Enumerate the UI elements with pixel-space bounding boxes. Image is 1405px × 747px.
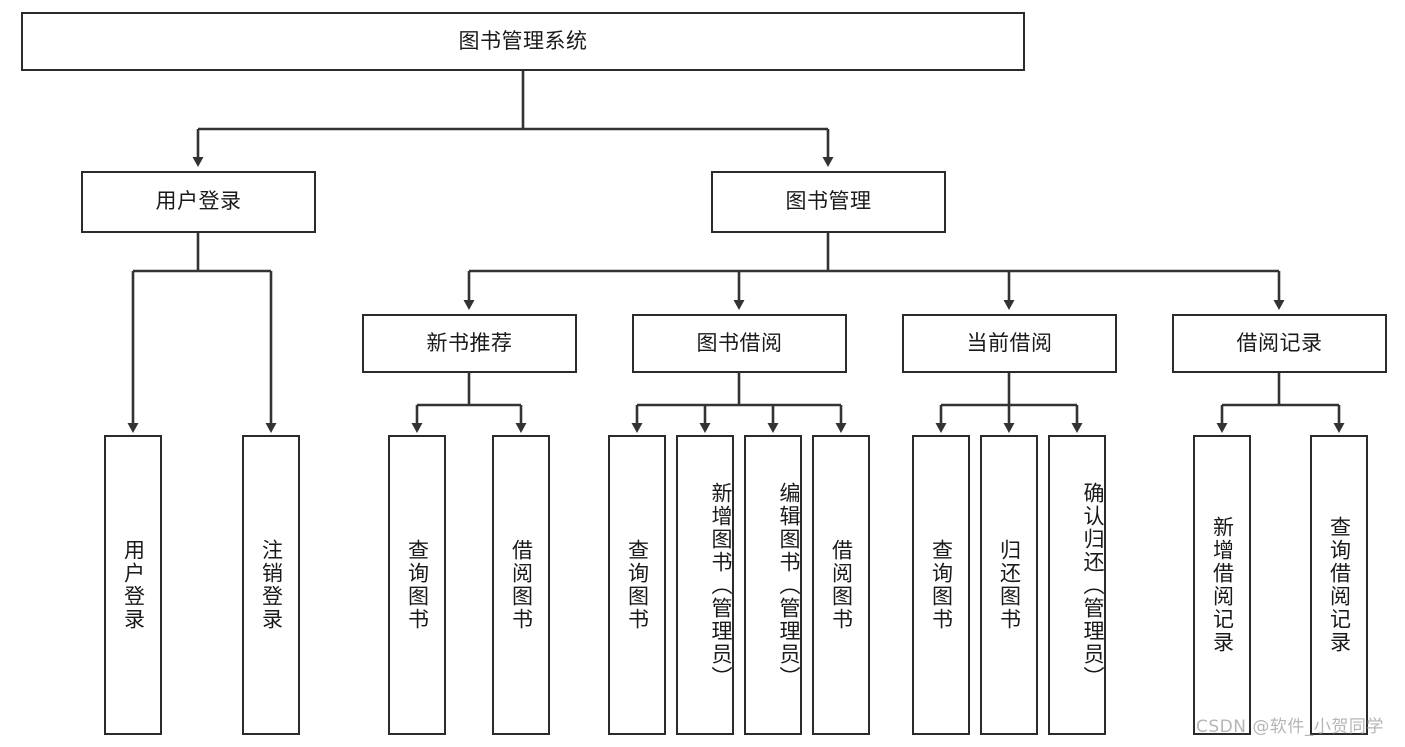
node-leaf-edit-book[interactable]: 编辑图书（管理员） bbox=[744, 435, 802, 735]
node-book-borrow[interactable]: 图书借阅 bbox=[632, 314, 847, 373]
node-book-borrow-label: 图书借阅 bbox=[696, 330, 783, 355]
node-leaf-return-book[interactable]: 归还图书 bbox=[980, 435, 1038, 735]
node-leaf-query-book-2-label: 查询图书 bbox=[625, 539, 650, 631]
node-leaf-confirm-return-label: 确认归还（管理员） bbox=[1081, 481, 1105, 689]
node-leaf-borrow-book-1-label: 借阅图书 bbox=[509, 539, 534, 631]
node-leaf-add-book[interactable]: 新增图书（管理员） bbox=[676, 435, 734, 735]
node-leaf-borrow-book-2[interactable]: 借阅图书 bbox=[812, 435, 870, 735]
node-new-book-recommend-label: 新书推荐 bbox=[426, 330, 513, 355]
node-current-borrow-label: 当前借阅 bbox=[966, 330, 1053, 355]
node-leaf-confirm-return[interactable]: 确认归还（管理员） bbox=[1048, 435, 1106, 735]
node-leaf-query-book-1[interactable]: 查询图书 bbox=[388, 435, 446, 735]
node-user-login-label: 用户登录 bbox=[155, 189, 242, 214]
node-borrow-record[interactable]: 借阅记录 bbox=[1172, 314, 1387, 373]
node-leaf-query-record-label: 查询借阅记录 bbox=[1327, 516, 1352, 654]
node-new-book-recommend[interactable]: 新书推荐 bbox=[362, 314, 577, 373]
node-leaf-return-book-label: 归还图书 bbox=[997, 539, 1022, 631]
node-leaf-add-book-label: 新增图书（管理员） bbox=[709, 481, 733, 689]
node-book-management[interactable]: 图书管理 bbox=[711, 171, 946, 233]
node-leaf-edit-book-label: 编辑图书（管理员） bbox=[777, 481, 801, 689]
node-leaf-query-book-1-label: 查询图书 bbox=[405, 539, 430, 631]
node-leaf-borrow-book-1[interactable]: 借阅图书 bbox=[492, 435, 550, 735]
node-borrow-record-label: 借阅记录 bbox=[1236, 330, 1323, 355]
node-root-label: 图书管理系统 bbox=[458, 28, 588, 53]
node-leaf-user-login-label: 用户登录 bbox=[121, 539, 146, 631]
node-leaf-query-book-3[interactable]: 查询图书 bbox=[912, 435, 970, 735]
node-leaf-logout-login-label: 注销登录 bbox=[259, 539, 284, 631]
watermark: CSDN @软件_小贺同学 bbox=[1196, 717, 1384, 737]
node-user-login[interactable]: 用户登录 bbox=[81, 171, 316, 233]
node-leaf-query-book-3-label: 查询图书 bbox=[929, 539, 954, 631]
node-current-borrow[interactable]: 当前借阅 bbox=[902, 314, 1117, 373]
node-root[interactable]: 图书管理系统 bbox=[21, 12, 1025, 71]
node-leaf-add-record-label: 新增借阅记录 bbox=[1210, 516, 1235, 654]
node-book-management-label: 图书管理 bbox=[785, 189, 872, 214]
node-leaf-borrow-book-2-label: 借阅图书 bbox=[829, 539, 854, 631]
node-leaf-logout-login[interactable]: 注销登录 bbox=[242, 435, 300, 735]
node-leaf-query-record[interactable]: 查询借阅记录 bbox=[1310, 435, 1368, 735]
node-leaf-user-login[interactable]: 用户登录 bbox=[104, 435, 162, 735]
node-leaf-query-book-2[interactable]: 查询图书 bbox=[608, 435, 666, 735]
node-leaf-add-record[interactable]: 新增借阅记录 bbox=[1193, 435, 1251, 735]
